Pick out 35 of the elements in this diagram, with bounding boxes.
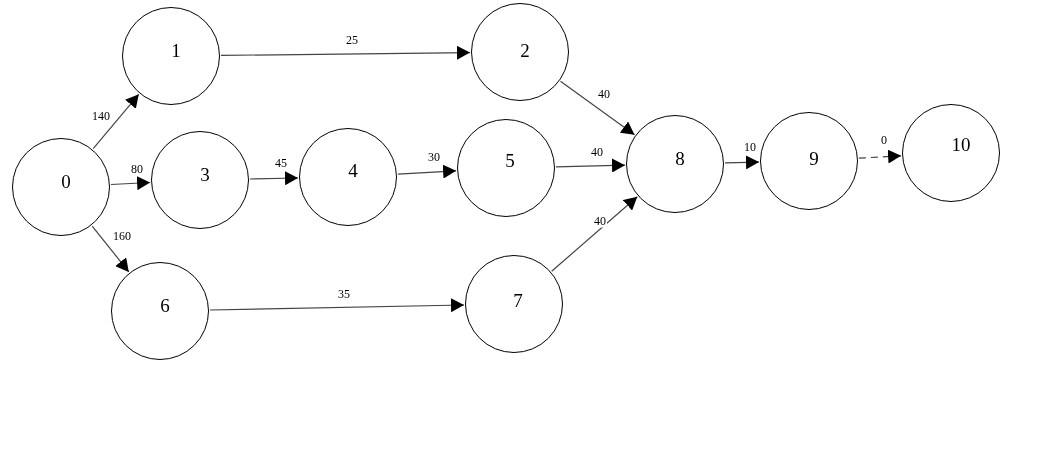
edge-label: 80 (130, 162, 144, 176)
edge-label: 160 (112, 229, 132, 243)
node-number: 0 (61, 171, 71, 193)
arrow (209, 298, 465, 313)
dashed-arrow (858, 149, 902, 164)
edge-label: 40 (590, 145, 604, 159)
edge-label: 0 (880, 133, 888, 147)
node-number: 6 (160, 295, 170, 317)
arrow (110, 176, 151, 191)
edge-label: 30 (427, 150, 441, 164)
arrow (249, 171, 299, 186)
node-number: 1 (171, 40, 181, 62)
arrow (551, 196, 638, 272)
edge-label: 25 (345, 33, 359, 47)
arrow (220, 45, 471, 60)
edge-label: 45 (274, 156, 288, 170)
node-number: 2 (520, 40, 530, 62)
edge-label: 10 (743, 140, 757, 154)
node-number: 10 (951, 134, 971, 156)
edge-label: 40 (593, 214, 607, 228)
arrow (92, 93, 140, 150)
edge-label: 40 (597, 87, 611, 101)
node-number: 4 (348, 160, 358, 182)
arrow (397, 164, 457, 179)
node-number: 7 (513, 290, 523, 312)
edge-label: 35 (337, 287, 351, 301)
arrow (555, 158, 626, 173)
node-number: 3 (200, 164, 210, 186)
edge-label: 140 (91, 109, 111, 123)
node-number: 5 (505, 150, 515, 172)
node-number: 8 (675, 148, 685, 170)
arrow (559, 80, 636, 136)
node-number: 9 (809, 148, 819, 170)
arrow (724, 155, 760, 170)
arrow (91, 225, 130, 273)
